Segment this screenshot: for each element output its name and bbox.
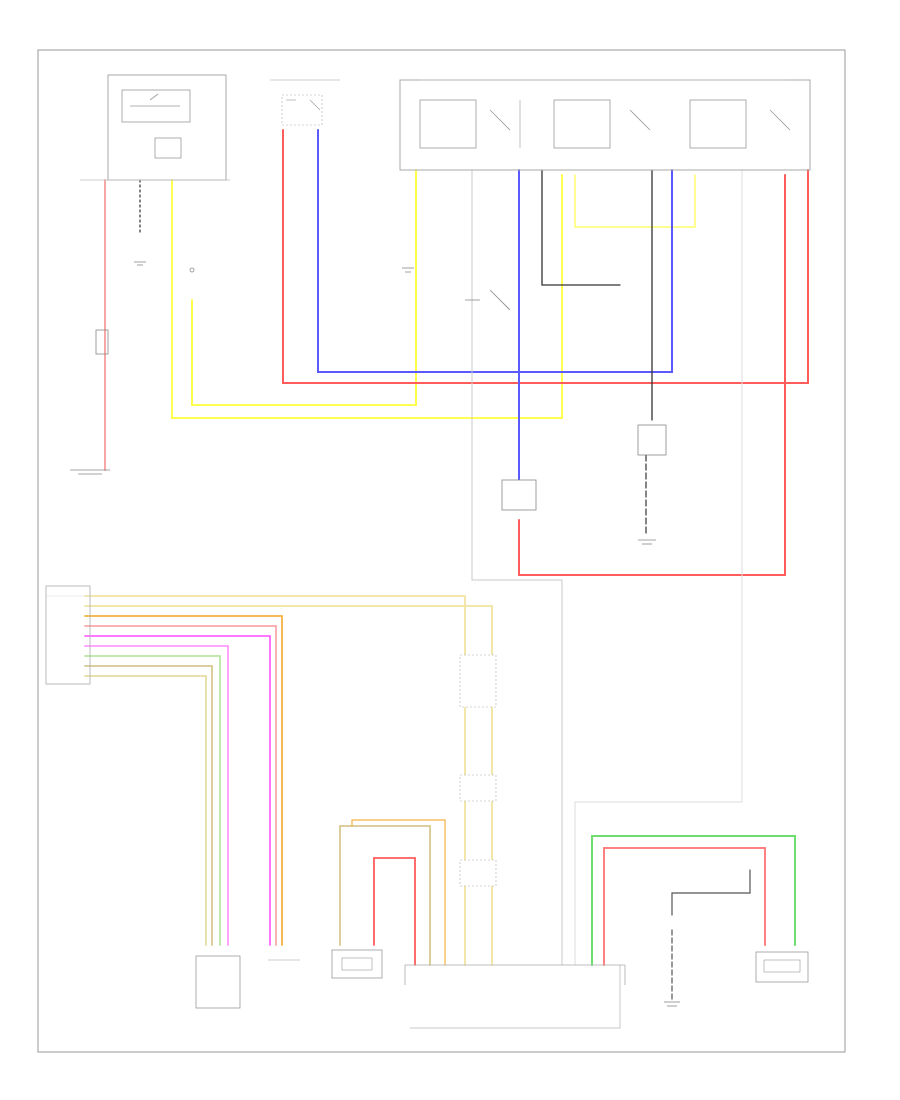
wire-actuator-red xyxy=(373,857,416,966)
fuse-relay-block-mid xyxy=(270,79,340,126)
wire-bundle-7 xyxy=(84,655,221,946)
wire-bundle-6 xyxy=(84,645,229,946)
wire-bundle-5 xyxy=(84,635,271,946)
ground-3 xyxy=(402,267,414,273)
ground-1 xyxy=(70,469,110,475)
connector-3 xyxy=(459,654,497,708)
wire-bundle-4 xyxy=(84,625,277,946)
wire-bundle-8 xyxy=(84,665,213,946)
ground-5 xyxy=(664,1001,680,1007)
relay-3 xyxy=(689,99,791,149)
connector-1 xyxy=(95,329,109,355)
wire-black-right xyxy=(671,869,751,916)
wire-blue-loop xyxy=(317,129,673,373)
wire-yellow-inner xyxy=(191,169,417,406)
wire-black-relay xyxy=(541,169,621,286)
junction-connector xyxy=(45,585,91,685)
wire-actuator-tan xyxy=(339,825,431,966)
engine-room-junction xyxy=(465,289,511,311)
wire-bundle-1 xyxy=(84,595,466,966)
wire-actuator-orange xyxy=(351,819,446,966)
wire-bundle-2 xyxy=(84,605,493,966)
connector-2 xyxy=(189,267,195,273)
wire-yellow-outer xyxy=(171,174,563,419)
wire-bus-bottom xyxy=(409,964,621,1029)
page-border xyxy=(37,49,846,1053)
wire-yellow-cross xyxy=(574,174,696,228)
wire-gray-long xyxy=(471,169,563,966)
wires xyxy=(84,79,809,1029)
relay-block-right xyxy=(399,79,811,171)
wire-red-loop xyxy=(282,129,809,384)
actuator xyxy=(331,949,383,979)
wire-pink-right xyxy=(603,847,766,966)
relay-2 xyxy=(553,99,651,149)
connector-4 xyxy=(459,774,497,802)
motor-right xyxy=(755,951,809,983)
ground-4 xyxy=(638,539,656,545)
fuse-relay-block-left xyxy=(80,74,230,181)
control-module xyxy=(404,964,626,985)
wire-bundle-3 xyxy=(84,615,283,946)
wire-bundle-9 xyxy=(84,675,207,946)
wire-green xyxy=(591,835,796,966)
connector-5 xyxy=(459,859,497,887)
instrument-connector xyxy=(501,424,667,511)
sensor-left xyxy=(195,955,241,1009)
relay-1 xyxy=(419,99,521,149)
wire-gray-right xyxy=(574,169,743,966)
ground-2 xyxy=(134,261,146,266)
wire-red-lower xyxy=(518,174,786,576)
